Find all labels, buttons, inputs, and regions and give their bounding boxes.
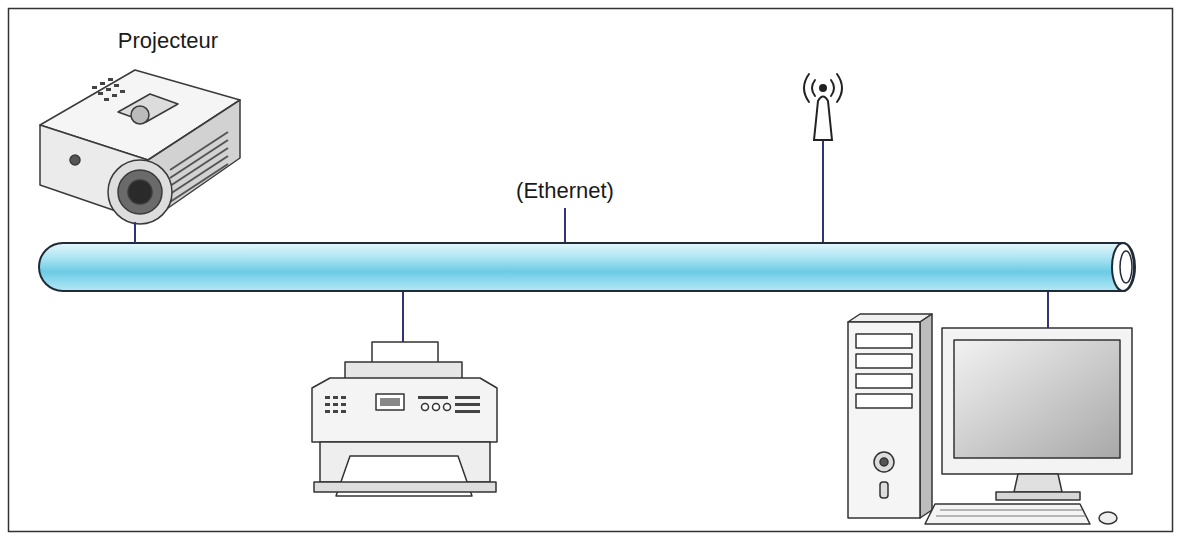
node-label: Projecteur — [90, 28, 246, 54]
bus-tube-end — [1112, 243, 1134, 291]
computer-illustration — [856, 394, 912, 408]
printer-illustration — [325, 396, 330, 399]
bus-tube-body — [39, 243, 1135, 291]
projector-illustration — [106, 88, 111, 91]
printer-illustration — [444, 404, 451, 411]
printer-illustration — [312, 342, 497, 496]
printer-illustration — [333, 410, 338, 413]
projector-illustration — [112, 94, 117, 97]
antenna-symbol — [814, 97, 832, 141]
printer-illustration — [341, 410, 346, 413]
bus-tube-opening — [1120, 251, 1132, 283]
projector-illustration — [118, 170, 162, 214]
computer-illustration — [942, 328, 1132, 474]
projector-illustration — [92, 86, 97, 89]
printer-illustration — [341, 403, 346, 406]
projector-illustration — [70, 155, 80, 165]
antenna-symbol — [804, 74, 842, 140]
computer-illustration — [856, 354, 912, 368]
printer-illustration — [333, 396, 338, 399]
computer-illustration — [848, 314, 932, 322]
printer-illustration — [325, 410, 330, 413]
printer-illustration — [314, 482, 496, 492]
node-label: (Ethernet) — [460, 178, 670, 204]
projector-illustration — [120, 90, 125, 93]
computer-illustration — [848, 314, 1132, 524]
projector-illustration — [98, 92, 103, 95]
bus-tube — [38, 242, 1138, 292]
frame — [9, 9, 1173, 532]
computer-illustration — [874, 452, 894, 472]
printer-illustration — [376, 394, 404, 410]
printer-illustration — [380, 398, 400, 406]
ethernet-bus: (Ethernet) — [38, 242, 1138, 292]
network-cable — [134, 222, 136, 243]
printer-illustration — [333, 403, 338, 406]
antenna-symbol — [820, 85, 826, 91]
computer-illustration — [1014, 474, 1062, 492]
printer-illustration — [325, 403, 330, 406]
printer-illustration — [325, 396, 480, 413]
computer-illustration — [936, 510, 1086, 516]
printer-illustration — [418, 396, 448, 399]
projector-node: Projecteur — [30, 22, 245, 222]
leader-lines — [1047, 291, 1049, 328]
computer-illustration — [920, 314, 932, 518]
printer-illustration — [312, 378, 497, 442]
computer-illustration — [925, 504, 1090, 524]
projector-illustration — [114, 84, 119, 87]
computer-illustration — [856, 374, 912, 388]
antenna-symbol — [831, 80, 834, 96]
projector-illustration — [170, 132, 228, 202]
projector-illustration — [108, 160, 172, 224]
printer-illustration — [341, 396, 346, 399]
projector-illustration — [92, 78, 125, 101]
printer-illustration — [455, 396, 480, 399]
computer-illustration — [848, 322, 920, 518]
computer-illustration — [1099, 512, 1117, 524]
printer-illustration — [422, 404, 429, 411]
antenna-symbol — [837, 74, 842, 102]
computer-illustration — [856, 334, 912, 348]
projector-illustration — [104, 98, 109, 101]
printer-illustration — [433, 404, 440, 411]
projector-illustration — [40, 70, 240, 224]
computer-illustration — [880, 482, 888, 498]
computer-illustration — [996, 492, 1080, 500]
printer-illustration — [455, 403, 480, 406]
projector-illustration — [128, 180, 152, 204]
projector-illustration — [131, 106, 149, 124]
printer-illustration — [455, 410, 480, 413]
projector-illustration — [100, 82, 105, 85]
computer-illustration — [954, 340, 1120, 458]
projector-illustration — [108, 78, 113, 81]
antenna-symbol — [812, 80, 815, 96]
leader-lines — [564, 208, 566, 243]
leader-lines — [402, 291, 404, 345]
antenna-symbol — [804, 74, 809, 102]
computer-illustration — [880, 458, 888, 466]
leader-lines — [822, 140, 824, 243]
